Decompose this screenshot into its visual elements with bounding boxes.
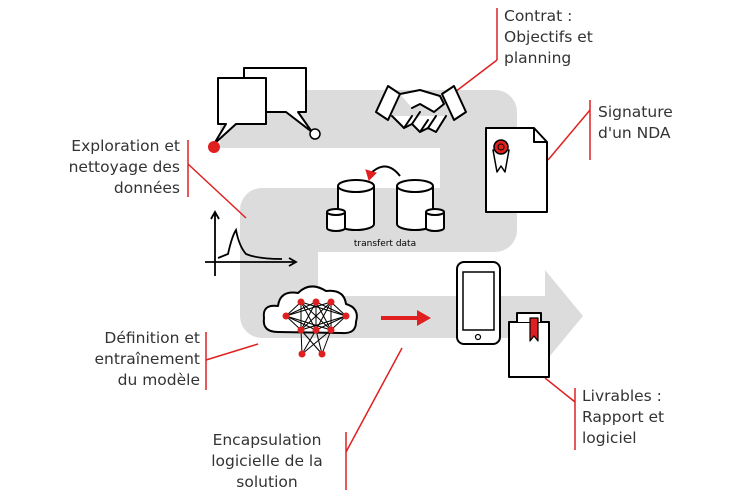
- neural-network-icon: [262, 285, 358, 358]
- label-definition-line-3: du modèle: [117, 371, 200, 389]
- label-contrat-line-3: planning: [504, 49, 572, 67]
- label-exploration-line-3: données: [113, 179, 180, 197]
- label-definition-line-1: Définition et: [104, 329, 200, 347]
- label-encapsulation-line-3: solution: [236, 473, 298, 491]
- label-livrables-line-3: logiciel: [582, 429, 637, 447]
- chat-bubbles-icon: [208, 67, 321, 153]
- label-encapsulation-line-1: Encapsulation: [212, 431, 322, 449]
- label-nda: Signature d'un NDA: [598, 102, 673, 144]
- label-exploration-line-1: Exploration et: [71, 137, 180, 155]
- report-book-icon: [508, 312, 550, 378]
- label-contrat-line-2: Objectifs et: [504, 28, 593, 46]
- label-contrat: Contrat : Objectifs et planning: [504, 6, 593, 69]
- label-livrables-line-1: Livrables :: [582, 387, 662, 405]
- label-definition-line-2: entraînement: [94, 350, 200, 368]
- label-encapsulation-line-2: logicielle de la: [211, 452, 323, 470]
- red-arrow-icon: [381, 310, 431, 326]
- label-exploration-line-2: nettoyage des: [68, 158, 180, 176]
- label-encapsulation: Encapsulation logicielle de la solution: [196, 430, 338, 493]
- transfer-caption: transfert data: [354, 239, 416, 249]
- database-transfer-icon: [326, 165, 445, 232]
- smartphone-icon: [456, 261, 501, 345]
- callout-lines: [187, 8, 591, 490]
- label-definition: Définition et entraînement du modèle: [94, 328, 200, 391]
- label-nda-line-1: Signature: [598, 103, 673, 121]
- label-nda-line-2: d'un NDA: [598, 124, 671, 142]
- label-livrables: Livrables : Rapport et logiciel: [582, 386, 664, 449]
- certificate-icon: [485, 127, 548, 213]
- label-contrat-line-1: Contrat :: [504, 7, 573, 25]
- label-livrables-line-2: Rapport et: [582, 408, 665, 426]
- distribution-curve-icon: [205, 210, 298, 276]
- handshake-icon: [375, 85, 467, 133]
- label-exploration: Exploration et nettoyage des données: [69, 136, 180, 199]
